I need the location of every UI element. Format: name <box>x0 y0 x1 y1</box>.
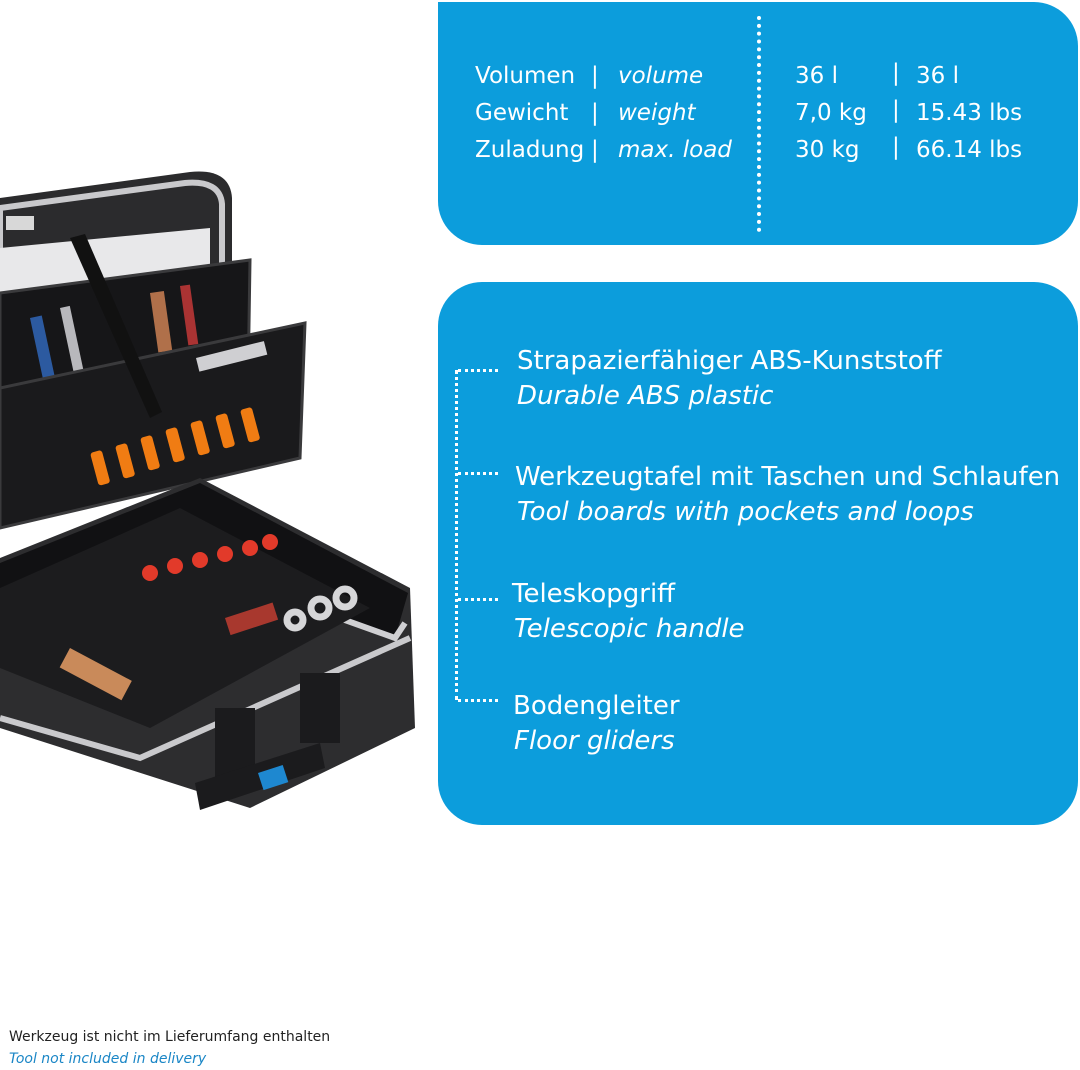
footnote-de: Werkzeug ist nicht im Lieferumfang entha… <box>9 1029 331 1045</box>
spec-separator: | <box>591 63 599 89</box>
spec-label-en: max. load <box>618 137 732 163</box>
specs-divider <box>757 16 761 232</box>
feature-title-de: Strapazierfähiger ABS-Kunststoff <box>517 346 942 376</box>
spec-value-metric: 30 kg <box>795 137 860 163</box>
spec-label-de: Zuladung <box>475 137 585 163</box>
case-base <box>0 478 415 808</box>
feature-title-de: Bodengleiter <box>513 691 680 721</box>
feature-title-en: Durable ABS plastic <box>517 381 774 411</box>
spec-value-imperial: 66.14 lbs <box>916 137 1023 163</box>
feature-connector-line <box>455 370 458 700</box>
spec-label-de: Gewicht <box>475 100 569 126</box>
spec-value-metric: 7,0 kg <box>795 100 867 126</box>
feature-title-de: Teleskopgriff <box>512 579 676 609</box>
spec-label-en: volume <box>618 63 704 89</box>
feature-connector-tick <box>458 472 498 475</box>
feature-title-en: Telescopic handle <box>514 614 745 644</box>
spec-value-imperial: 15.43 lbs <box>916 100 1023 126</box>
tool-case-image <box>0 171 415 810</box>
brand-badge <box>6 216 34 230</box>
feature-title-en: Floor gliders <box>514 726 675 756</box>
spec-value-imperial: 36 l <box>916 63 959 89</box>
feature-title-en: Tool boards with pockets and loops <box>517 497 974 527</box>
handle-blue-clip <box>258 764 289 791</box>
telescopic-handle <box>195 673 340 810</box>
feature-connector-tick <box>458 369 498 372</box>
spec-separator: | <box>892 134 900 160</box>
spec-label-en: weight <box>618 100 696 126</box>
spec-separator: | <box>892 60 900 86</box>
spec-separator: | <box>591 100 599 126</box>
features-panel: Strapazierfähiger ABS-Kunststoff Durable… <box>438 282 1078 825</box>
spec-separator: | <box>591 137 599 163</box>
feature-connector-tick <box>458 598 498 601</box>
spec-label-de: Volumen <box>475 63 576 89</box>
footnote-en: Tool not included in delivery <box>9 1051 207 1067</box>
spec-separator: | <box>892 97 900 123</box>
feature-connector-tick <box>458 699 498 702</box>
specs-panel: Volumen | volume 36 l | 36 l Gewicht | w… <box>438 2 1078 245</box>
tool-board-lower <box>0 321 307 530</box>
feature-title-de: Werkzeugtafel mit Taschen und Schlaufen <box>515 462 1061 492</box>
spec-value-metric: 36 l <box>795 63 838 89</box>
